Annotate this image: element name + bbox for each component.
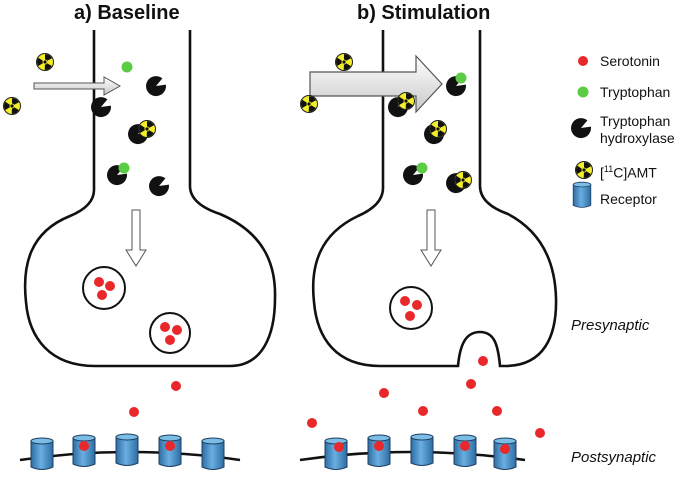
legend-amt-sup: 11 xyxy=(603,164,614,174)
serotonin-dot xyxy=(171,381,181,391)
serotonin-dot xyxy=(460,441,470,451)
serotonin-dot xyxy=(418,406,428,416)
legend-amt-label: [11C]AMT xyxy=(600,161,657,182)
enzyme-icon xyxy=(146,76,167,97)
receptor-icon xyxy=(201,437,225,470)
receptor-icon xyxy=(115,433,139,466)
uptake-arrow-baseline xyxy=(33,76,122,96)
synthesis-arrow-stimulation xyxy=(420,209,442,267)
serotonin-dot xyxy=(500,444,510,454)
enzyme-icon xyxy=(91,97,112,118)
legend-enzyme-label: Tryptophan hydroxylase xyxy=(600,113,675,147)
vesicle xyxy=(389,286,433,330)
serotonin-dot xyxy=(129,407,139,417)
serotonin-dot xyxy=(492,406,502,416)
serotonin-dot xyxy=(535,428,545,438)
postsynaptic-label: Postsynaptic xyxy=(571,449,657,466)
serotonin-dot xyxy=(478,356,488,366)
presynaptic-terminal-baseline xyxy=(23,30,277,368)
receptor-icon xyxy=(410,433,434,466)
vesicle xyxy=(82,266,126,310)
legend-enzyme-label-line1: Tryptophan xyxy=(600,113,671,129)
serotonin-dot xyxy=(379,388,389,398)
radiation-icon xyxy=(34,53,54,73)
serotonin-dot xyxy=(307,418,317,428)
serotonin-dot xyxy=(466,379,476,389)
legend-tryptophan-label: Tryptophan xyxy=(600,84,671,100)
tryptophan-dot xyxy=(455,72,467,84)
serotonin-dot xyxy=(165,441,175,451)
serotonin-dot xyxy=(334,442,344,452)
presynaptic-label: Presynaptic xyxy=(571,317,650,334)
panel-title-baseline: a) Baseline xyxy=(74,2,180,24)
legend-tryptophan-icon xyxy=(577,86,589,98)
legend-serotonin-icon xyxy=(578,56,588,66)
legend-serotonin-label: Serotonin xyxy=(600,53,660,69)
vesicle xyxy=(149,312,191,354)
panel-title-stimulation: b) Stimulation xyxy=(357,2,491,24)
legend-enzyme-icon xyxy=(571,118,592,139)
synthesis-arrow-baseline xyxy=(125,209,147,267)
radiation-icon xyxy=(333,53,353,73)
receptor-icon xyxy=(30,437,54,470)
uptake-arrow-stimulation xyxy=(309,54,443,114)
enzyme-icon xyxy=(149,176,170,197)
legend-enzyme-label-line2: hydroxylase xyxy=(600,130,675,146)
legend-amt-prefix: [ xyxy=(600,164,604,181)
serotonin-dot xyxy=(79,441,89,451)
legend-radiation-icon xyxy=(573,161,593,181)
legend-receptor-icon xyxy=(572,181,592,208)
tryptophan-dot xyxy=(416,162,428,174)
presynaptic-terminal-stimulation xyxy=(311,30,558,368)
radiation-icon xyxy=(298,95,318,115)
serotonin-dot xyxy=(374,441,384,451)
tryptophan-dot xyxy=(118,162,130,174)
radiation-icon xyxy=(1,97,21,117)
legend-receptor-label: Receptor xyxy=(600,191,657,207)
tryptophan-dot xyxy=(121,61,133,73)
receptor-icon xyxy=(324,437,348,470)
legend-amt-suffix: C]AMT xyxy=(613,164,657,181)
